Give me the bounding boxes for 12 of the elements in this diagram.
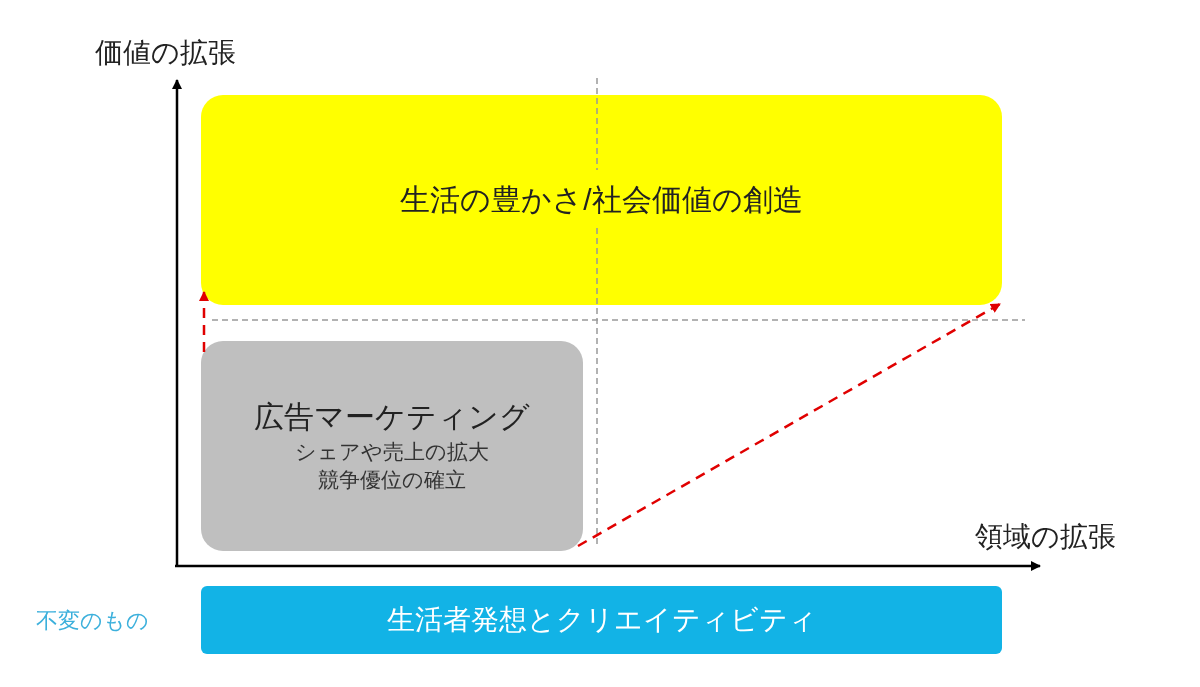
box-heading: 生活者発想とクリエイティビティ bbox=[386, 603, 817, 638]
arrow bbox=[199, 291, 209, 352]
foundation-bar bbox=[201, 586, 1002, 654]
axis-label: 価値の拡張 bbox=[95, 36, 236, 70]
arrow bbox=[577, 302, 1001, 548]
marketing-box bbox=[201, 341, 583, 551]
axis-label: 領域の拡張 bbox=[975, 520, 1116, 554]
side-label: 不変のもの bbox=[36, 607, 149, 635]
box-heading: 生活の豊かさ/社会価値の創造 bbox=[400, 181, 803, 218]
box-heading: 広告マーケティング bbox=[254, 399, 530, 436]
value-box bbox=[201, 95, 1002, 305]
box-text: シェアや売上の拡大競争優位の確立 bbox=[294, 438, 490, 494]
